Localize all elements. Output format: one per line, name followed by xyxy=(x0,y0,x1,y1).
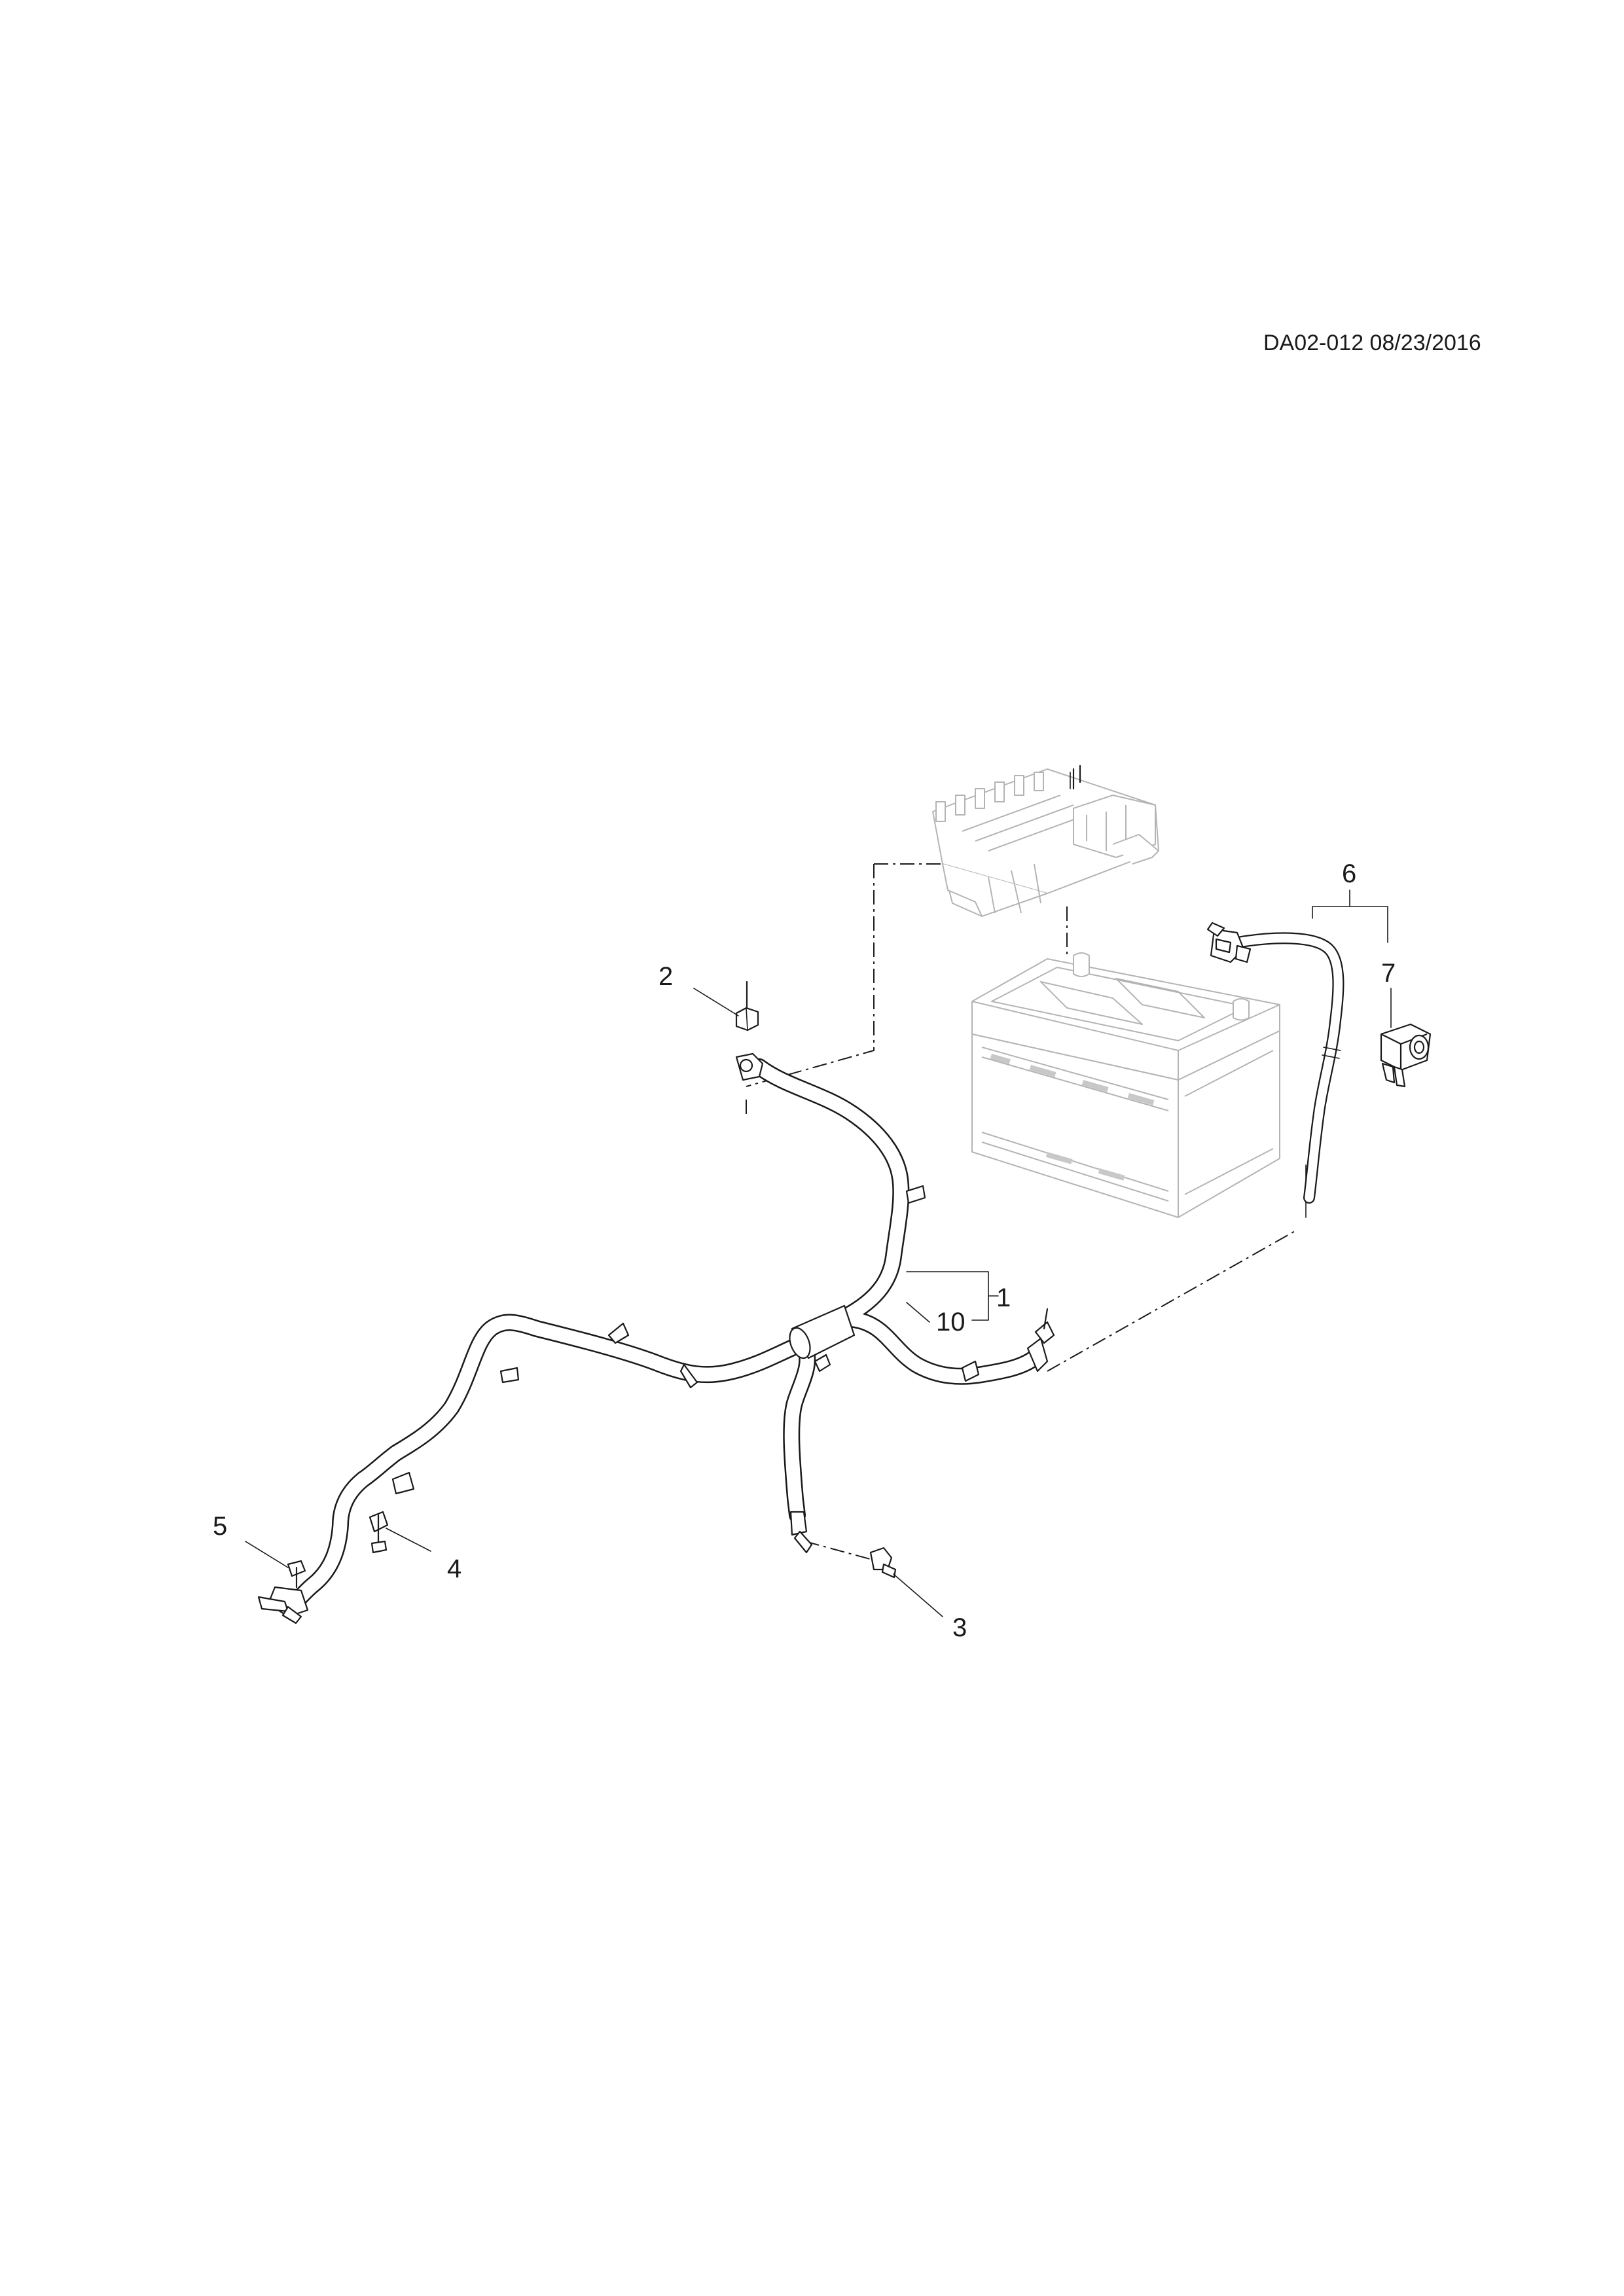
callout-leaders xyxy=(245,889,1392,1617)
battery-cable-harness xyxy=(257,1052,1055,1624)
document-id-date: DA02-012 08/23/2016 xyxy=(1263,331,1481,355)
clip-5-part xyxy=(287,1560,306,1588)
callout-labels: 1 2 3 4 5 6 7 10 xyxy=(213,859,1396,1642)
callout-1: 1 xyxy=(996,1283,1011,1312)
callout-2: 2 xyxy=(659,962,673,991)
callout-6: 6 xyxy=(1342,859,1356,888)
callout-10: 10 xyxy=(936,1308,965,1336)
fasteners xyxy=(287,980,897,1588)
callout-3: 3 xyxy=(952,1613,967,1642)
nut-2-part xyxy=(735,980,759,1031)
fuse-box-ghost xyxy=(932,764,1159,917)
negative-cable-assembly xyxy=(1206,922,1432,1204)
callout-4: 4 xyxy=(447,1554,461,1583)
clip-4-part xyxy=(369,1511,389,1554)
bolt-3-part xyxy=(869,1547,897,1579)
battery-ghost xyxy=(971,952,1280,1218)
callout-7: 7 xyxy=(1381,959,1396,988)
callout-5: 5 xyxy=(213,1512,227,1541)
